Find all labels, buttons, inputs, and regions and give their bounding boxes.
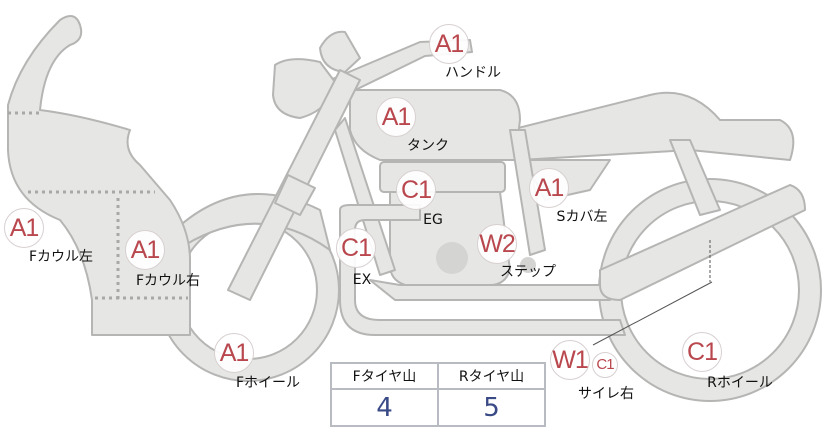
- grade-badge-scover-left[interactable]: A1: [529, 168, 569, 208]
- label-fcowl-right: Fカウル右: [135, 273, 201, 289]
- grade-badge-step[interactable]: W2: [477, 224, 517, 264]
- grade-badge-fwheel[interactable]: A1: [214, 333, 254, 373]
- grade-badge-ex[interactable]: C1: [336, 228, 376, 268]
- rear-tread-value: 5: [437, 388, 546, 427]
- grade-badge-silencer-right-secondary[interactable]: C1: [592, 352, 618, 378]
- grade-badge-fcowl-left[interactable]: A1: [4, 208, 44, 248]
- label-eg: EG: [423, 212, 443, 228]
- front-tread-value: 4: [330, 388, 439, 427]
- label-silencer-right: サイレ右: [578, 386, 634, 402]
- grade-badge-silencer-right[interactable]: W1: [550, 340, 590, 380]
- label-fcowl-left: Fカウル左: [28, 249, 94, 265]
- label-rwheel: Rホイール: [707, 375, 773, 391]
- label-handle: ハンドル: [445, 65, 501, 81]
- grade-badge-eg[interactable]: C1: [396, 170, 436, 210]
- tire-tread-table: Fタイヤ山 Rタイヤ山 4 5: [330, 362, 546, 427]
- label-scover-left: Sカバ左: [556, 209, 608, 225]
- front-tread-header: Fタイヤ山: [330, 362, 439, 390]
- seat: [509, 91, 795, 161]
- grade-badge-handle[interactable]: A1: [429, 24, 469, 64]
- label-step: ステップ: [500, 264, 556, 280]
- grade-badge-tank[interactable]: A1: [376, 97, 416, 137]
- label-ex: EX: [352, 272, 372, 288]
- grade-badge-fcowl-right[interactable]: A1: [125, 230, 165, 270]
- rear-tread-header: Rタイヤ山: [437, 362, 546, 390]
- grade-badge-rwheel[interactable]: C1: [682, 332, 722, 372]
- muffler: [599, 184, 806, 301]
- label-fwheel: Fホイール: [235, 375, 301, 391]
- label-tank: タンク: [407, 138, 449, 154]
